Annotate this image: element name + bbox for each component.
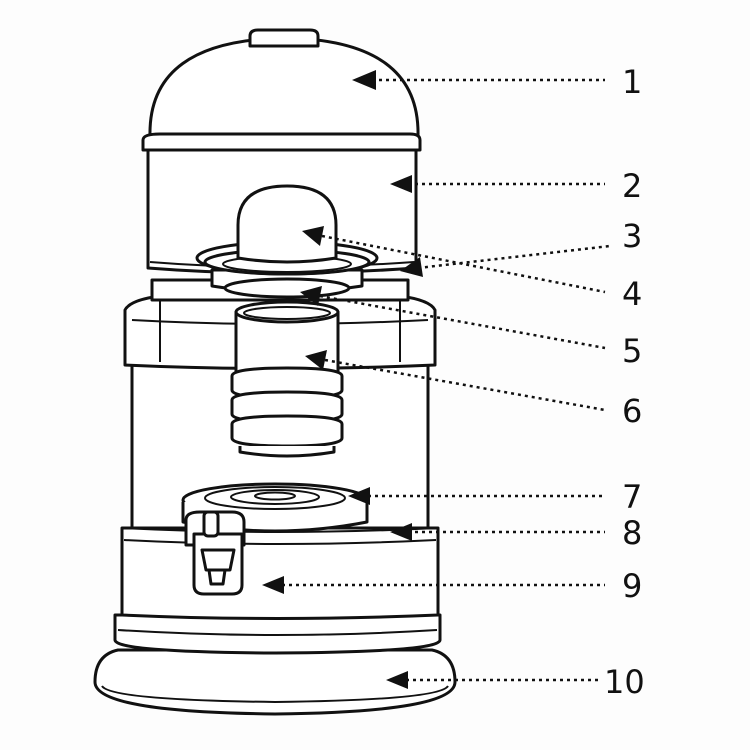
callout-numbers: 1 2 3 4 5 6 7 8 9 10 [604, 63, 645, 701]
arrow-2 [390, 175, 412, 193]
filter-candle [236, 184, 338, 264]
callout-number-9: 9 [622, 567, 642, 605]
base-ring [93, 613, 457, 716]
callout-number-5: 5 [622, 332, 642, 370]
leader-3 [417, 244, 611, 270]
arrow-1 [352, 70, 376, 90]
callout-number-2: 2 [622, 167, 642, 205]
callout-number-1: 1 [622, 63, 642, 101]
lid [141, 28, 422, 152]
arrow-7 [348, 487, 370, 505]
callout-number-7: 7 [622, 478, 642, 516]
arrow-8 [390, 523, 412, 541]
callout-number-10: 10 [604, 663, 645, 701]
filter-cartridge [230, 300, 344, 458]
leader-6 [324, 358, 606, 412]
arrow-5 [300, 286, 322, 306]
callout-number-3: 3 [622, 217, 642, 255]
arrow-3 [400, 257, 423, 277]
callout-number-8: 8 [622, 514, 642, 552]
callout-number-6: 6 [622, 392, 642, 430]
leader-4 [321, 234, 606, 294]
arrow-9 [262, 576, 284, 594]
callout-leaders [262, 70, 611, 689]
arrow-4 [302, 226, 324, 246]
arrow-6 [305, 350, 327, 370]
faucet [184, 510, 246, 596]
arrow-10 [386, 671, 408, 689]
callout-number-4: 4 [622, 275, 642, 313]
float-plate [181, 482, 369, 533]
